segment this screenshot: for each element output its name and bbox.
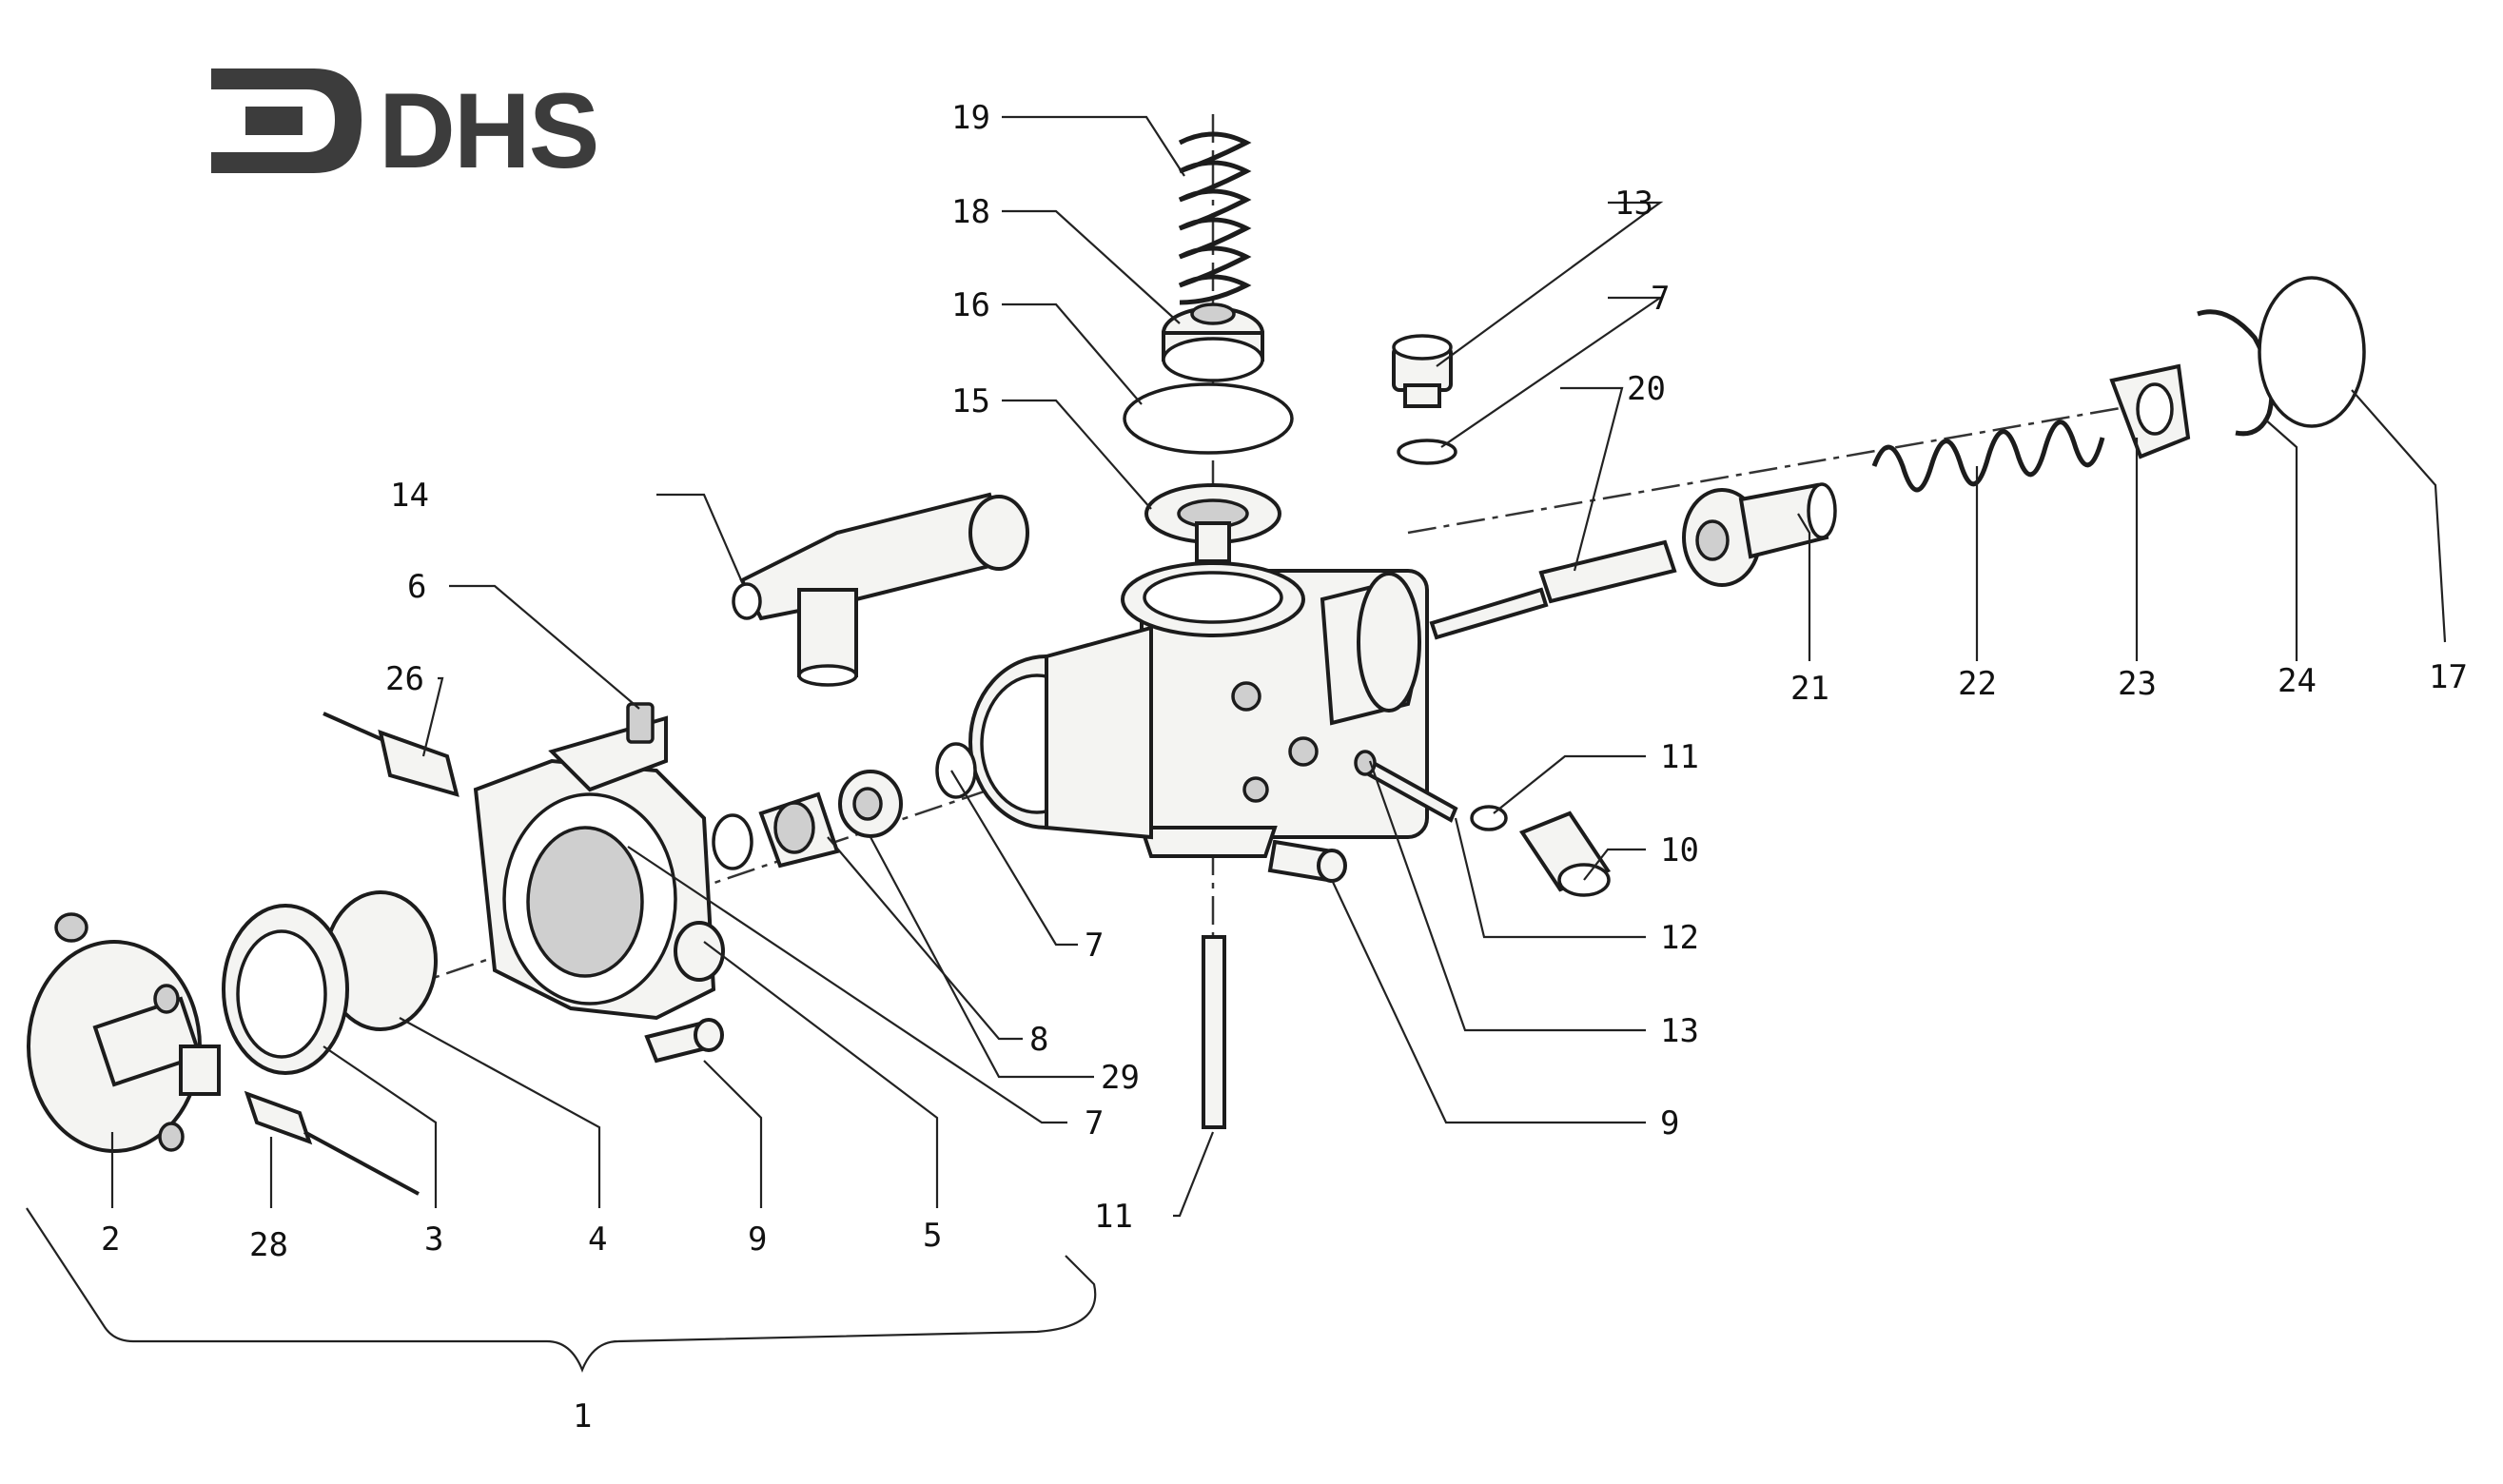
callout-7-low: 7	[1085, 1104, 1104, 1142]
callout-1: 1	[573, 1397, 592, 1435]
fitting-8	[758, 791, 840, 869]
callout-10: 9	[1660, 1104, 1679, 1142]
leader-8	[827, 836, 1023, 1041]
fitting-27	[323, 712, 460, 797]
leader-9	[703, 1060, 763, 1208]
callout-13: 11	[1660, 738, 1699, 776]
leader-3	[323, 1045, 438, 1208]
callout-4: 4	[588, 1220, 607, 1259]
bracket-1	[26, 1207, 1097, 1373]
leader-7-low	[627, 846, 1067, 1124]
cap-12	[1518, 810, 1612, 897]
callout-5: 5	[923, 1217, 942, 1255]
dhs-logo: DHS	[211, 68, 599, 190]
valve-seat-18	[1144, 483, 1281, 563]
spring-24	[1871, 420, 2105, 493]
right-axis	[1407, 398, 2170, 535]
retainer-25	[2109, 363, 2191, 459]
leader-17	[656, 493, 744, 583]
callout-23: 21	[1790, 670, 1829, 708]
leader-13	[1493, 754, 1646, 814]
leader-26	[2263, 418, 2298, 661]
leader-14	[1454, 817, 1646, 939]
nut-29	[838, 770, 903, 838]
callout-19-right: 17	[2429, 658, 2468, 696]
leader-6	[449, 584, 640, 710]
leader-lines	[26, 115, 2447, 1373]
leader-16	[1436, 201, 1664, 367]
callout-labels: 19 18 16 15 14 6 26 13 7 20 21 22 23 24 …	[101, 99, 2468, 1435]
callout-17: 14	[390, 477, 429, 515]
leader-4	[399, 1017, 601, 1208]
callout-28: 28	[249, 1226, 288, 1264]
washer-7-mid	[935, 742, 977, 799]
rod-11	[1202, 935, 1226, 1129]
callout-6: 6	[407, 568, 426, 606]
callout-29: 29	[1101, 1059, 1140, 1097]
o-ring-19-top	[1123, 382, 1294, 455]
leader-5	[703, 941, 939, 1208]
callout-19-top: 16	[951, 286, 990, 324]
bolt-10	[1267, 839, 1347, 883]
callout-26: 24	[2278, 662, 2317, 700]
diaphragm-3	[222, 904, 349, 1075]
leader-27	[421, 676, 444, 757]
callout-7-mid: 7	[1085, 927, 1104, 965]
valve-body	[968, 561, 1429, 858]
leader-23	[1797, 513, 1811, 661]
pin-22	[1429, 539, 1677, 640]
leader-21	[1002, 115, 1185, 177]
spring-21	[1178, 131, 1252, 305]
leader-18	[1002, 399, 1152, 510]
callout-2: 2	[101, 1220, 120, 1259]
plug-16	[1392, 334, 1453, 408]
leader-7-top	[1440, 296, 1664, 448]
logo-text: DHS	[379, 71, 597, 190]
piston-23	[1682, 482, 1837, 587]
callout-21: 19	[951, 99, 990, 137]
washer-7-low	[712, 813, 753, 870]
callout-16: 13	[1614, 185, 1653, 223]
leader-12	[1583, 848, 1646, 881]
callout-3: 3	[424, 1220, 443, 1259]
leader-15	[1368, 760, 1646, 1032]
callout-22: 20	[1627, 370, 1666, 408]
fitting-28	[244, 1090, 420, 1196]
callout-9: 9	[748, 1220, 767, 1259]
set-screw-6	[626, 702, 655, 744]
callout-25: 23	[2118, 665, 2157, 703]
callout-7-top: 7	[1651, 280, 1670, 318]
leader-7-mid	[950, 770, 1078, 947]
leader-19-top	[1002, 303, 1143, 405]
callout-8: 8	[1029, 1021, 1048, 1059]
leader-29	[870, 836, 1094, 1079]
bolt-9	[644, 1018, 724, 1064]
callout-24: 22	[1958, 665, 1997, 703]
leader-19-right	[2351, 389, 2447, 643]
callout-11: 11	[1094, 1198, 1133, 1236]
screw-15	[1354, 750, 1458, 823]
callout-18: 15	[951, 382, 990, 420]
leader-22	[1560, 386, 1624, 572]
leader-10	[1331, 879, 1646, 1124]
washer-13	[1470, 805, 1508, 831]
callout-20: 18	[951, 193, 990, 231]
callout-15: 13	[1660, 1012, 1699, 1050]
spring-seat-20	[1162, 303, 1264, 382]
leader-20	[1002, 209, 1181, 324]
logo-arrow-mark	[211, 68, 362, 173]
fitting-17	[732, 492, 1029, 687]
cover-2	[27, 912, 221, 1153]
callout-27: 26	[385, 660, 424, 698]
housing-5	[473, 715, 725, 1021]
callout-14: 12	[1660, 919, 1699, 957]
o-ring-19-right	[2258, 276, 2366, 428]
leader-11	[1173, 1131, 1215, 1218]
callout-12: 10	[1660, 831, 1699, 869]
